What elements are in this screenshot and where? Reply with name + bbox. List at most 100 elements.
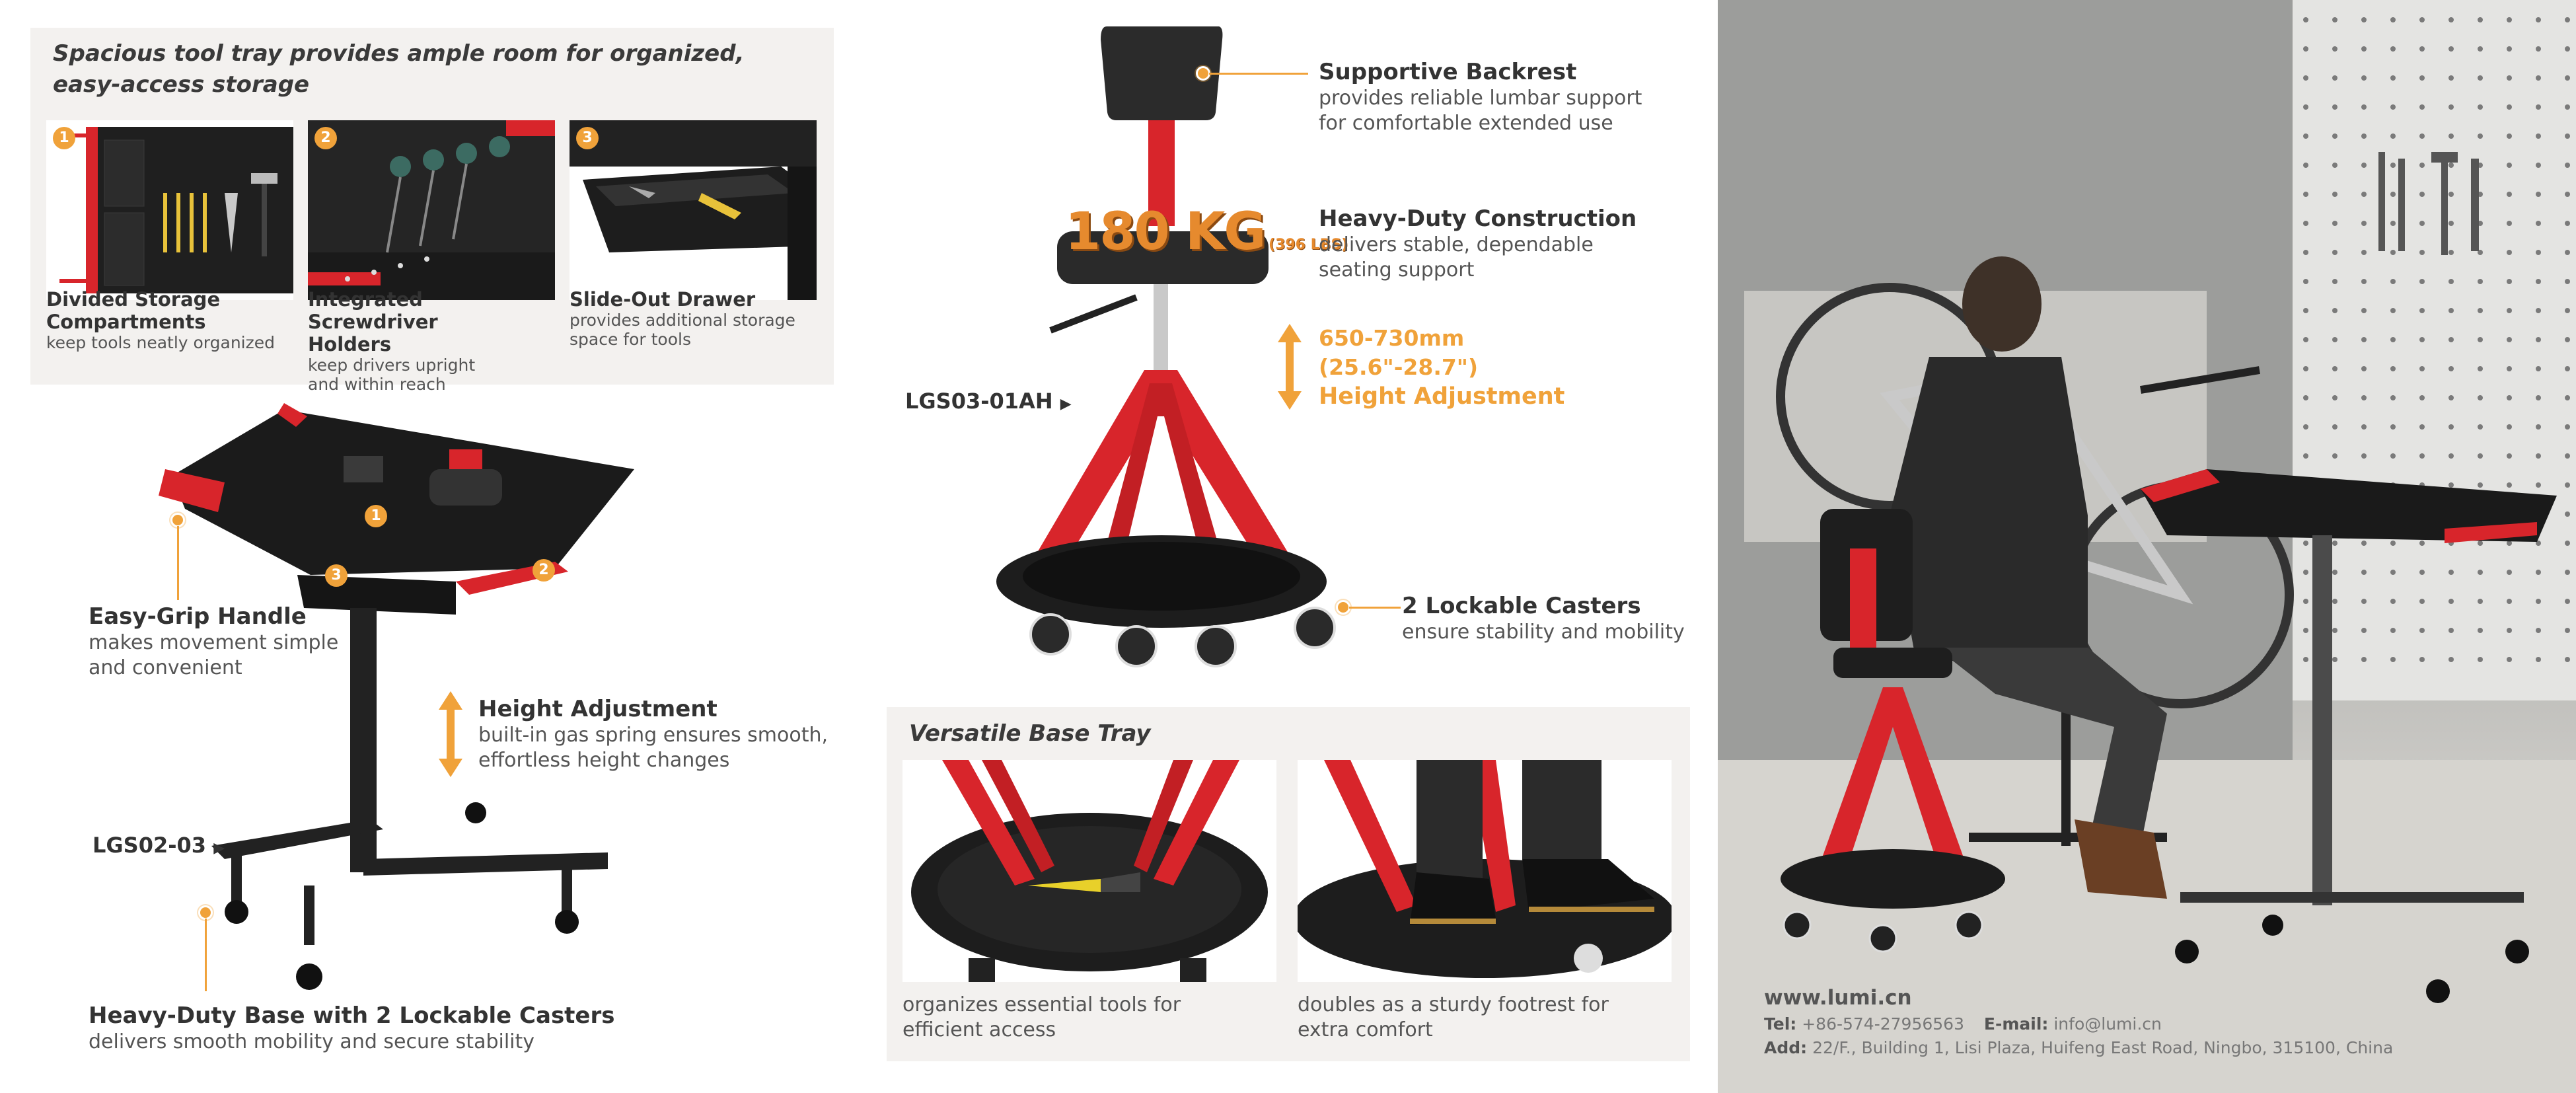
base-tray-tools-illustration	[911, 760, 1268, 982]
pegboard-hole	[2303, 628, 2308, 633]
pegboard-hole	[2303, 163, 2308, 168]
pegboard-hole	[2478, 46, 2483, 52]
pegboard-hole	[2507, 424, 2512, 430]
email-value[interactable]: info@lumi.cn	[2053, 1014, 2162, 1034]
pegboard-hole	[2478, 104, 2483, 110]
pegboard-hole	[2536, 221, 2541, 226]
feature-supportive-backrest: Supportive Backrest provides reliable lu…	[1319, 58, 1642, 136]
handle-callout-dot	[170, 513, 185, 527]
pegboard-hole	[2332, 133, 2337, 139]
pegboard-hole	[2390, 599, 2396, 604]
tray-section-title: Spacious tool tray provides ample room f…	[53, 38, 744, 100]
pegboard-hole	[2303, 279, 2308, 284]
item-number-badge: 2	[314, 127, 337, 149]
pegboard-hole	[2536, 628, 2541, 633]
pegboard-hole	[2419, 453, 2425, 459]
desc-line: organizes essential tools for	[902, 993, 1181, 1016]
pegboard-hole	[2448, 599, 2454, 604]
label-line: Slide-Out Drawer	[570, 288, 756, 311]
pegboard-hole	[2419, 104, 2425, 110]
pegboard-hole	[2478, 453, 2483, 459]
pegboard-hole	[2536, 17, 2541, 22]
pegboard-hole	[2419, 570, 2425, 575]
pegboard-hole	[2536, 192, 2541, 197]
pegboard-hole	[2507, 17, 2512, 22]
tel-value[interactable]: +86-574-27956563	[1802, 1014, 1964, 1034]
pegboard-hole	[2303, 308, 2308, 313]
pegboard-hole	[2303, 366, 2308, 371]
pegboard-hole	[2448, 424, 2454, 430]
pegboard-hole	[2507, 221, 2512, 226]
pegboard-hole	[2478, 541, 2483, 546]
desc-line: extra comfort	[1298, 1018, 1433, 1041]
pegboard-hole	[2419, 133, 2425, 139]
divided-compartments-image: 1	[46, 120, 293, 300]
pegboard-hole	[2303, 17, 2308, 22]
pegboard-hole	[2390, 395, 2396, 400]
feature-label: Heavy-Duty Base with 2 Lockable Casters	[89, 1002, 615, 1029]
pegboard-hole	[2390, 104, 2396, 110]
pegboard-hole	[2332, 337, 2337, 342]
desc-line: makes movement simple	[89, 631, 339, 654]
pegboard-hole	[2303, 250, 2308, 255]
pegboard-hole	[2507, 133, 2512, 139]
pegboard-hole	[2536, 163, 2541, 168]
pegboard-hole	[2419, 46, 2425, 52]
feature-desc: keep tools neatly organized	[46, 333, 297, 352]
feature-label: Integrated Screwdriver Holders	[308, 288, 559, 356]
pegboard-hole	[2332, 17, 2337, 22]
pegboard-hole	[2507, 46, 2512, 52]
tray-badge-3: 3	[325, 564, 348, 587]
pegboard-hole	[2565, 104, 2570, 110]
pegboard-hole	[2565, 163, 2570, 168]
pegboard-hole	[2419, 395, 2425, 400]
tray-title-line2: easy-access storage	[53, 71, 310, 98]
pegboard-hole	[2565, 221, 2570, 226]
feature-desc: delivers smooth mobility and secure stab…	[89, 1030, 535, 1053]
website-link[interactable]: www.lumi.cn	[1764, 986, 1912, 1010]
pegboard-hole	[2448, 250, 2454, 255]
label-line: Divided Storage	[46, 288, 221, 311]
address-label: Add:	[1764, 1038, 1808, 1057]
pegboard-hole	[2565, 482, 2570, 488]
pegboard-hole	[2478, 482, 2483, 488]
desc-line: and within reach	[308, 375, 446, 394]
pegboard-hole	[2565, 541, 2570, 546]
pegboard-hole	[2448, 395, 2454, 400]
feature-desc: makes movement simple and convenient	[89, 630, 338, 681]
pegboard-hole	[2390, 366, 2396, 371]
pegboard-hole	[2361, 453, 2367, 459]
pegboard-hole	[2361, 366, 2367, 371]
capacity-lbs: (396 LBS)	[1269, 237, 1348, 253]
pegboard-hole	[2536, 308, 2541, 313]
pegboard-hole	[2361, 133, 2367, 139]
pegboard-hole	[2448, 17, 2454, 22]
pegboard-hole	[2332, 308, 2337, 313]
backrest-callout-line	[1209, 73, 1308, 75]
base-tray-tools-image	[902, 760, 1276, 982]
pegboard-hole	[2565, 511, 2570, 517]
pegboard-hole	[2390, 163, 2396, 168]
pegboard-hole	[2507, 599, 2512, 604]
drawer-illustration	[570, 120, 817, 300]
pegboard-hole	[2419, 541, 2425, 546]
stool-height-spec: 650-730mm (25.6"-28.7") Height Adjustmen…	[1319, 324, 1564, 411]
feature-easy-grip-handle: Easy-Grip Handle makes movement simple a…	[89, 603, 338, 681]
base-tray-caption-footrest: doubles as a sturdy footrest for extra c…	[1298, 993, 1609, 1043]
pegboard-hole	[2361, 337, 2367, 342]
casters-callout-line	[1349, 607, 1401, 609]
tray-badge-2: 2	[533, 559, 555, 582]
pegboard-hole	[2448, 221, 2454, 226]
pegboard-hole	[2332, 279, 2337, 284]
base-tray-footrest-illustration	[1298, 760, 1672, 978]
pegboard-hole	[2565, 395, 2570, 400]
pegboard-hole	[2507, 192, 2512, 197]
feature-lockable-casters: 2 Lockable Casters ensure stability and …	[1402, 592, 1685, 645]
pegboard-hole	[2361, 104, 2367, 110]
model-number: LGS03-01AH	[905, 389, 1053, 414]
model-number: LGS02-03	[92, 833, 207, 858]
pegboard-hole	[2419, 75, 2425, 81]
pegboard-hole	[2303, 192, 2308, 197]
pegboard-hole	[2565, 250, 2570, 255]
pegboard-hole	[2419, 192, 2425, 197]
